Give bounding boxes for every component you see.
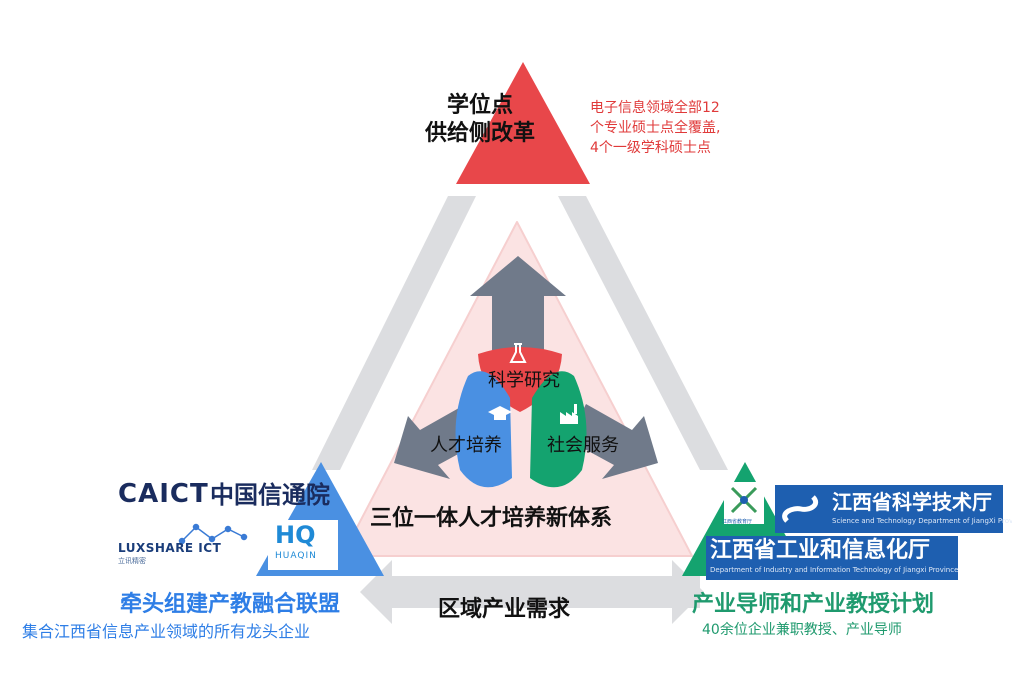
logo-education-dept <box>724 482 764 524</box>
petal-blue <box>455 371 512 488</box>
frame-left-edge <box>312 196 476 470</box>
top-red-triangle <box>456 62 590 184</box>
top-note-line3: 4个一级学科硕士点 <box>590 140 711 156</box>
frame-right-edge <box>558 196 728 470</box>
petal-label-research: 科学研究 <box>488 370 560 391</box>
logo-education-dept-caption: 江西省教育厅 <box>722 519 753 525</box>
logo-huaqin-box <box>268 520 338 570</box>
luxshare-dots-icon <box>178 523 248 545</box>
logo-luxshare-sub: 立讯精密 <box>118 557 146 565</box>
logo-huaqin: HQ <box>275 521 316 549</box>
center-title: 三位一体人才培养新体系 <box>370 506 613 531</box>
frame-bottom-arrow-right <box>672 560 704 624</box>
top-note-line2: 个专业硕士点全覆盖, <box>590 120 721 136</box>
petal-label-service: 社会服务 <box>547 435 619 456</box>
science-dept-icon <box>782 495 819 523</box>
logo-industry-dept-box <box>706 536 958 580</box>
bottom-center-label: 区域产业需求 <box>438 597 571 622</box>
logo-industry-dept-cn: 江西省工业和信息化厅 <box>710 538 931 563</box>
logo-science-dept-box <box>775 485 1003 533</box>
outer-frame <box>312 196 728 624</box>
logo-science-dept-cn: 江西省科学技术厅 <box>832 490 992 514</box>
arrow-right <box>568 404 658 479</box>
right-title: 产业导师和产业教授计划 <box>692 592 935 617</box>
graduation-cap-icon <box>488 406 512 420</box>
top-title-line2: 供给侧改革 <box>424 120 535 146</box>
petal-label-talent: 人才培养 <box>430 435 502 456</box>
top-title: 学位点 供给侧改革 <box>400 92 560 147</box>
logo-luxshare: LUXSHARE ICT <box>118 541 222 555</box>
top-note-line1: 电子信息领域全部12 <box>590 100 720 116</box>
right-subtitle: 40余位企业兼职教授、产业导师 <box>702 622 902 638</box>
arrow-up <box>470 256 566 350</box>
education-dept-icon <box>730 486 758 514</box>
left-subtitle: 集合江西省信息产业领域的所有龙头企业 <box>22 622 311 641</box>
logo-huaqin-sub: HUAQIN <box>275 551 317 561</box>
logo-caict-en: CAICT <box>118 479 209 509</box>
top-title-line1: 学位点 <box>446 93 513 118</box>
factory-icon <box>560 404 578 424</box>
petal-green <box>530 371 587 488</box>
logo-caict-cn: 中国信通院 <box>210 481 330 509</box>
logo-science-dept-en: Science and Technology Department of Jia… <box>832 517 1012 525</box>
flask-icon <box>509 343 527 363</box>
logo-industry-dept-en: Department of Industry and Information T… <box>710 566 959 574</box>
top-note: 电子信息领域全部12 个专业硕士点全覆盖, 4个一级学科硕士点 <box>590 98 720 158</box>
frame-bottom-edge <box>392 576 700 608</box>
left-title: 牵头组建产教融合联盟 <box>120 592 341 617</box>
